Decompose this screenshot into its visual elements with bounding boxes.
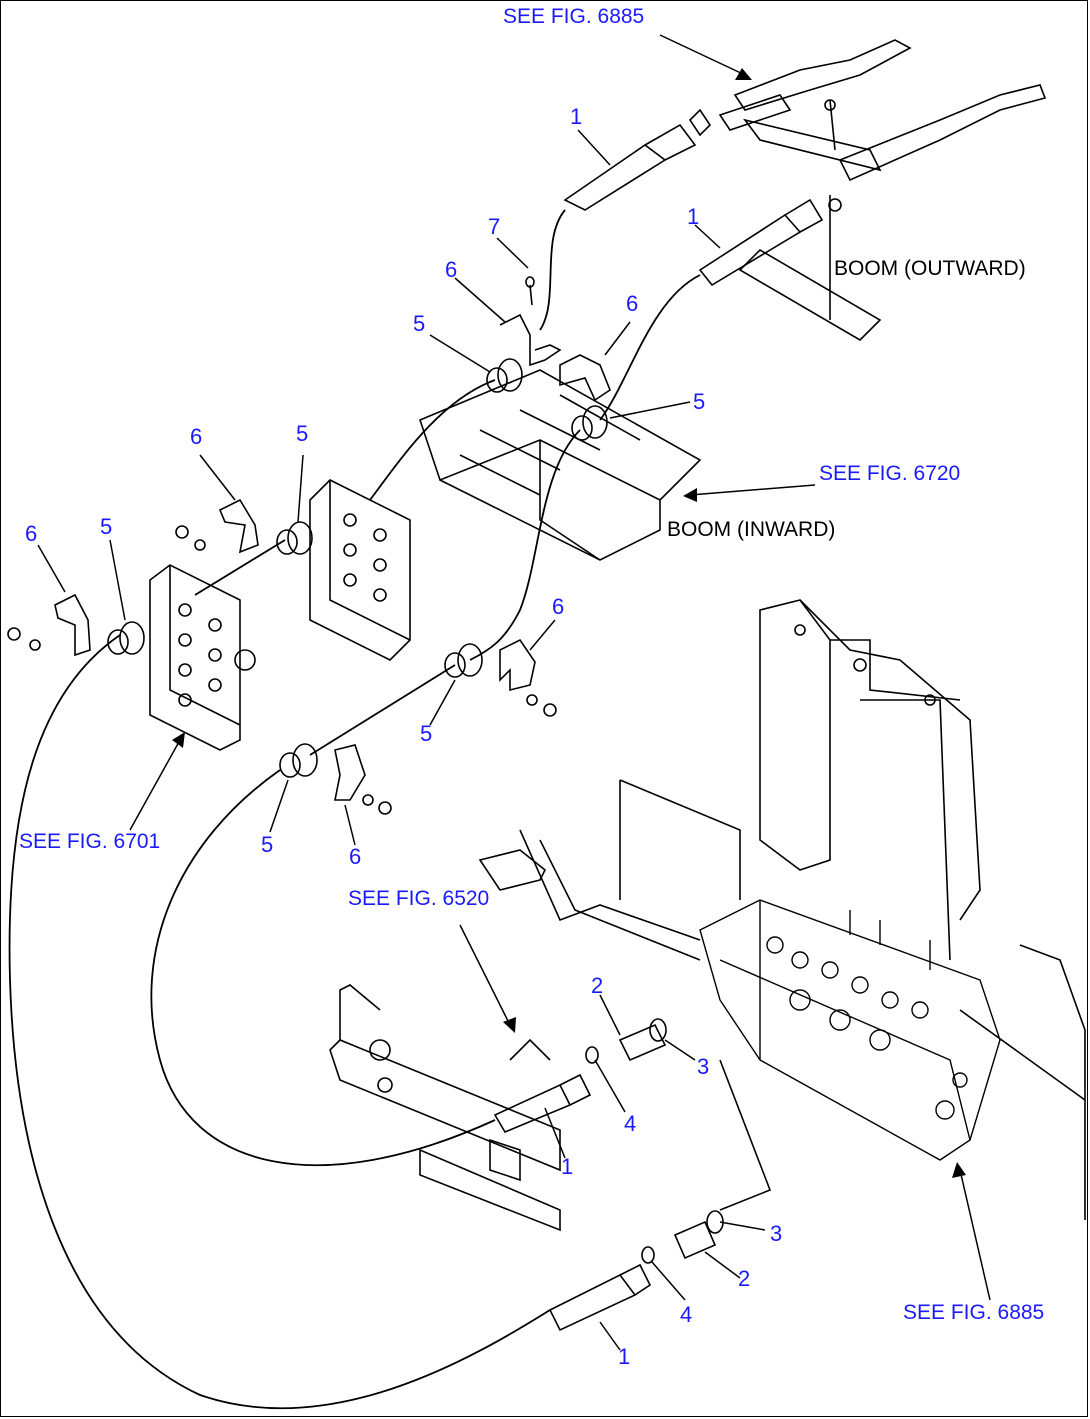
boom-outward-assembly: [688, 39, 1047, 342]
part-number-2: 2: [738, 1266, 751, 1291]
lower-fittings: [493, 1018, 724, 1332]
part-number-1: 1: [561, 1154, 574, 1179]
lower-bracket-assembly: [329, 849, 561, 1232]
clamp-group-middle: [279, 638, 557, 815]
see-fig-6701-label[interactable]: SEE FIG. 6701: [19, 830, 161, 853]
pilot-piping: [519, 829, 772, 1211]
frame-structure: [619, 599, 1086, 1220]
clamp-group-left: [7, 498, 313, 657]
see-fig-6520-label[interactable]: SEE FIG. 6520: [348, 887, 490, 910]
part-number-6: 6: [349, 844, 362, 869]
arrow-heads: [172, 68, 966, 1178]
hose-lines: [8, 209, 701, 1410]
part-number-4: 4: [624, 1111, 637, 1136]
boom-outward-note: BOOM (OUTWARD): [834, 257, 1026, 280]
left-plate-assembly: [149, 479, 411, 751]
boom-inward-note: BOOM (INWARD): [667, 518, 836, 541]
part-number-5: 5: [420, 721, 433, 746]
part-number-7: 7: [488, 214, 501, 239]
part-number-3: 3: [697, 1054, 710, 1079]
see-fig-6885-top-label[interactable]: SEE FIG. 6885: [503, 5, 645, 28]
part-number-6: 6: [626, 291, 639, 316]
part-number-5: 5: [100, 514, 113, 539]
part-number-3: 3: [770, 1221, 783, 1246]
part-number-1: 1: [618, 1344, 631, 1369]
part-number-5: 5: [413, 311, 426, 336]
part-number-5: 5: [296, 421, 309, 446]
part-number-1: 1: [687, 204, 700, 229]
hose-1-upper: [563, 123, 824, 287]
part-number-6: 6: [552, 594, 565, 619]
leader-lines: [37, 34, 991, 1351]
part-number-5: 5: [261, 832, 274, 857]
see-fig-6885-bottom-label[interactable]: SEE FIG. 6885: [903, 1301, 1045, 1324]
part-number-6: 6: [445, 257, 458, 282]
part-number-2: 2: [591, 973, 604, 998]
upper-bracket-block: [419, 369, 702, 561]
control-valve: [699, 899, 1001, 1161]
part-number-6: 6: [25, 521, 38, 546]
see-fig-6720-label[interactable]: SEE FIG. 6720: [819, 462, 961, 485]
part-number-5: 5: [693, 389, 706, 414]
part-number-4: 4: [680, 1302, 693, 1327]
part-number-6: 6: [190, 424, 203, 449]
part-number-1: 1: [570, 104, 583, 129]
clamp-group-upper: [486, 276, 611, 441]
